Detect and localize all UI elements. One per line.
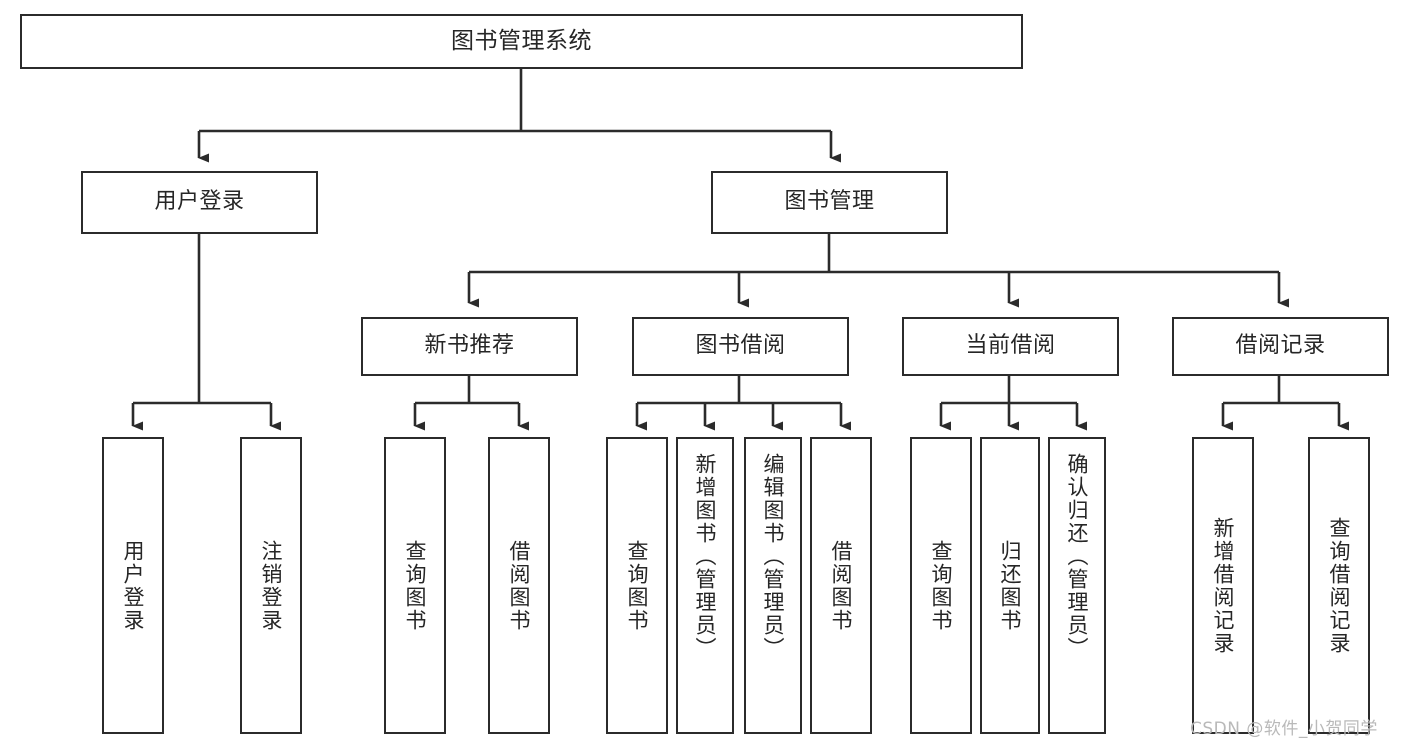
node-label: 编辑图书（管理员） [761, 453, 786, 660]
node-label: 图书管理 [784, 189, 875, 215]
node-current-borrow[interactable]: 当前借阅 [902, 317, 1119, 376]
node-label: 新增图书（管理员） [693, 453, 718, 660]
node-book-borrow[interactable]: 图书借阅 [632, 317, 849, 376]
node-label: 注销登录 [259, 539, 284, 632]
node-label: 查询借阅记录 [1327, 516, 1352, 655]
node-root-library-management-system[interactable]: 图书管理系统 [20, 14, 1023, 69]
leaf-borrow-record-add-record[interactable]: 新增借阅记录 [1192, 437, 1254, 734]
node-label: 当前借阅 [965, 333, 1056, 359]
node-label: 借阅记录 [1235, 333, 1326, 359]
leaf-new-book-borrow-book[interactable]: 借阅图书 [488, 437, 550, 734]
node-label: 图书管理系统 [451, 27, 592, 54]
node-label: 用户登录 [154, 189, 245, 215]
leaf-current-borrow-query-book[interactable]: 查询图书 [910, 437, 972, 734]
node-book-management[interactable]: 图书管理 [711, 171, 948, 234]
csdn-watermark: CSDN @软件_小贺同学 [1190, 719, 1378, 739]
node-label: 查询图书 [625, 539, 650, 632]
leaf-user-login-signout[interactable]: 注销登录 [240, 437, 302, 734]
node-label: 借阅图书 [507, 539, 532, 632]
leaf-current-borrow-return-book[interactable]: 归还图书 [980, 437, 1040, 734]
node-new-book-recommend[interactable]: 新书推荐 [361, 317, 578, 376]
leaf-new-book-query-book[interactable]: 查询图书 [384, 437, 446, 734]
leaf-book-borrow-query-book[interactable]: 查询图书 [606, 437, 668, 734]
leaf-book-borrow-edit-book-admin[interactable]: 编辑图书（管理员） [744, 437, 802, 734]
node-label: 新书推荐 [424, 333, 515, 359]
node-borrow-record[interactable]: 借阅记录 [1172, 317, 1389, 376]
leaf-borrow-record-query-record[interactable]: 查询借阅记录 [1308, 437, 1370, 734]
node-label: 借阅图书 [829, 539, 854, 632]
leaf-book-borrow-borrow-book[interactable]: 借阅图书 [810, 437, 872, 734]
node-label: 归还图书 [998, 539, 1023, 632]
leaf-current-borrow-confirm-return-admin[interactable]: 确认归还（管理员） [1048, 437, 1106, 734]
node-label: 用户登录 [121, 539, 146, 632]
leaf-user-login-signin[interactable]: 用户登录 [102, 437, 164, 734]
node-label: 图书借阅 [695, 333, 786, 359]
node-label: 新增借阅记录 [1211, 516, 1236, 655]
node-label: 查询图书 [929, 539, 954, 632]
leaf-book-borrow-add-book-admin[interactable]: 新增图书（管理员） [676, 437, 734, 734]
node-user-login[interactable]: 用户登录 [81, 171, 318, 234]
node-label: 确认归还（管理员） [1065, 453, 1090, 660]
node-label: 查询图书 [403, 539, 428, 632]
